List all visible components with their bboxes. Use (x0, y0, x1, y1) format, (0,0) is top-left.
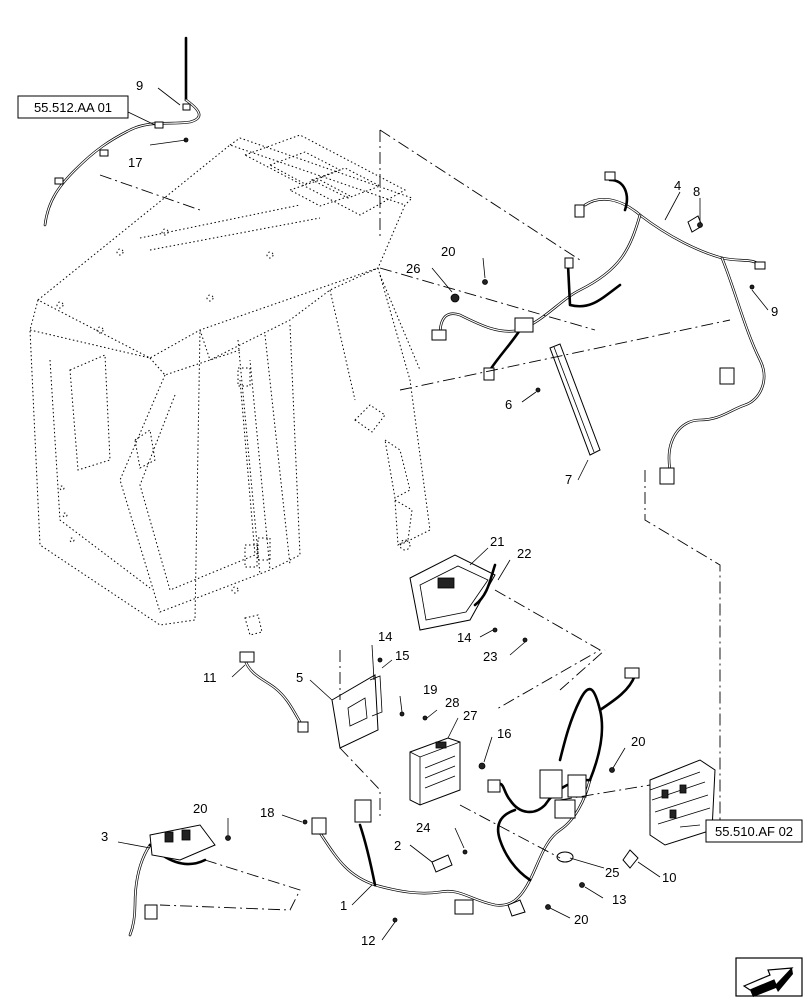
callout-18: 18 (260, 805, 274, 820)
callout-14: 14 (378, 629, 392, 644)
fastener-20-bottom (545, 904, 551, 910)
connector-10 (622, 849, 639, 869)
callout-16: 16 (497, 726, 511, 741)
fastener-14 (492, 627, 498, 633)
fastener-20-left (225, 835, 231, 841)
callout-15: 15 (395, 648, 409, 663)
fastener-6 (535, 387, 541, 393)
reference-box-bottom-right[interactable]: 55.510.AF 02 (705, 819, 803, 843)
valve-block (649, 759, 716, 846)
fastener-19 (399, 711, 405, 717)
antenna-harness (43, 36, 201, 227)
callout-20-top: 20 (441, 244, 455, 259)
callout-1: 1 (340, 898, 347, 913)
callout-13: 13 (612, 892, 626, 907)
callout-24: 24 (416, 820, 430, 835)
callout-7: 7 (565, 472, 572, 487)
harness-11 (239, 651, 309, 733)
leader-lines (117, 87, 769, 941)
callout-21: 21 (490, 534, 504, 549)
fastener-8 (697, 222, 703, 228)
control-module-21 (409, 554, 497, 631)
callout-20-left: 20 (193, 801, 207, 816)
callout-2: 2 (394, 838, 401, 853)
reference-box-top-left[interactable]: 55.512.AA 01 (17, 95, 129, 119)
callout-9-right: 9 (771, 304, 778, 319)
callout-4: 4 (674, 178, 681, 193)
callout-10: 10 (662, 870, 676, 885)
callout-9: 9 (136, 78, 143, 93)
callout-14-right: 14 (457, 630, 471, 645)
main-wire-harness (311, 667, 640, 923)
callout-26: 26 (406, 261, 420, 276)
reference-label: 55.512.AA 01 (34, 100, 112, 115)
callout-28: 28 (445, 695, 459, 710)
location-lines (99, 129, 731, 911)
fastener-13 (579, 882, 585, 888)
harness-3 (128, 824, 216, 937)
callout-23: 23 (483, 649, 497, 664)
cab-assembly (29, 134, 431, 636)
fastener-24 (462, 849, 468, 855)
fastener-23 (522, 637, 528, 643)
callout-20-bottom: 20 (574, 912, 588, 927)
callout-25: 25 (605, 865, 619, 880)
callout-11: 11 (203, 670, 217, 685)
fastener-20-top (482, 279, 488, 285)
callout-labels: 9 17 4 8 9 20 26 6 7 21 22 14 23 14 15 5… (101, 78, 778, 948)
fastener-9 (749, 284, 755, 290)
grommet-26 (450, 293, 460, 303)
callout-6: 6 (505, 397, 512, 412)
trim-strip (549, 343, 601, 456)
callout-8: 8 (693, 184, 700, 199)
callout-20-mid: 20 (631, 734, 645, 749)
callout-19: 19 (423, 682, 437, 697)
clip-2 (431, 854, 453, 873)
callout-12: 12 (361, 933, 375, 948)
reference-label: 55.510.AF 02 (715, 824, 793, 839)
callout-22: 22 (517, 546, 531, 561)
fastener-20-mid (609, 767, 615, 773)
callout-3: 3 (101, 829, 108, 844)
fastener-18 (302, 819, 308, 825)
fastener-15 (377, 657, 383, 663)
callout-5: 5 (296, 670, 303, 685)
bolt-16 (478, 762, 486, 770)
callout-17: 17 (128, 155, 142, 170)
next-page-arrow-icon[interactable] (735, 957, 803, 997)
bracket-5 (331, 674, 383, 749)
callout-27: 27 (463, 708, 477, 723)
controller-27 (409, 737, 461, 806)
grommet-25 (556, 851, 574, 863)
upper-wire-harness (431, 171, 766, 485)
fastener-28 (422, 715, 428, 721)
